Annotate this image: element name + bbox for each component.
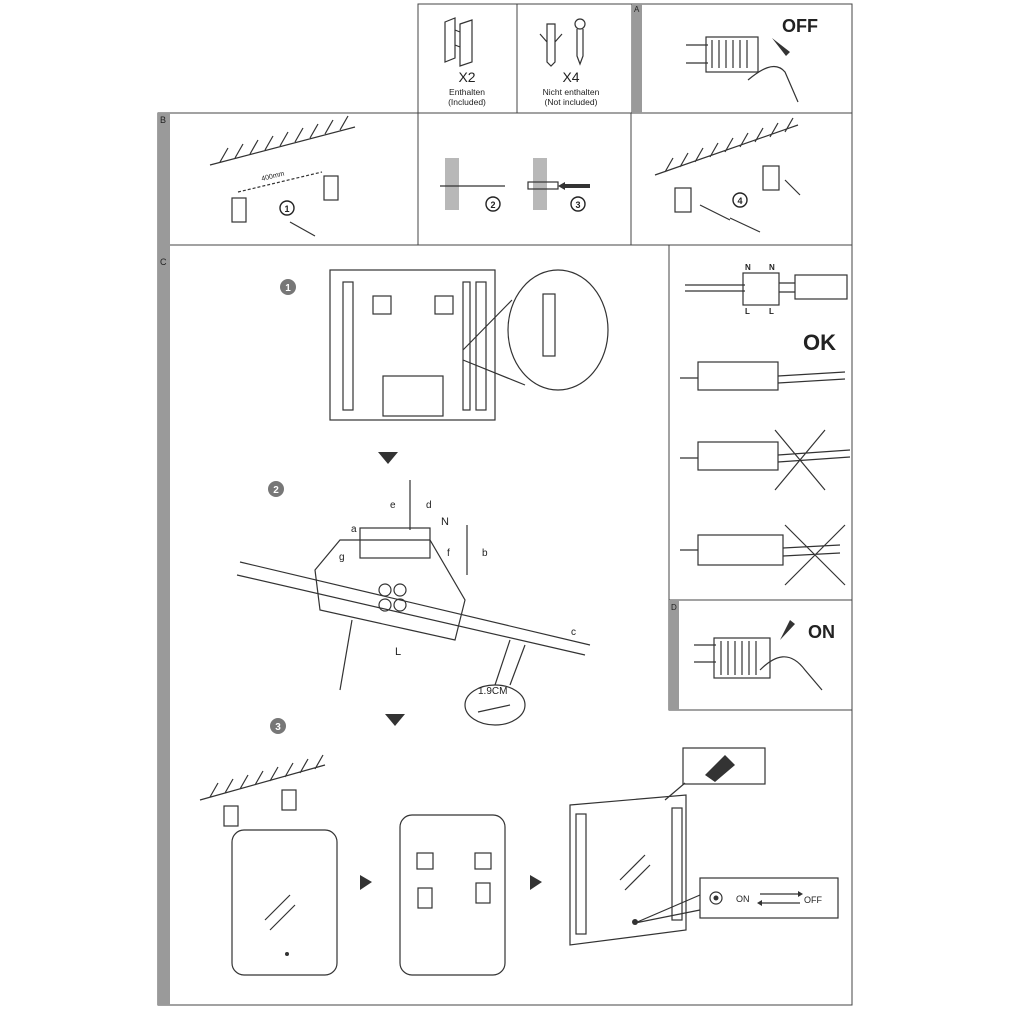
- wire-label-a: a: [351, 524, 357, 535]
- section-c-letter: C: [160, 257, 167, 267]
- section-a-letter: A: [634, 5, 640, 14]
- live-label: L: [395, 646, 401, 658]
- switch-on-label: ON: [808, 622, 835, 642]
- wall-hatching-b1: [209, 115, 356, 237]
- bracket-count: X2: [458, 69, 475, 85]
- wire-label-b: b: [482, 548, 488, 559]
- terminal-n-label: N: [745, 263, 751, 272]
- wire-labels: a b c d e f g: [339, 500, 576, 638]
- terminal-l-label: L: [769, 307, 774, 316]
- c-step-3-number: 3: [275, 722, 281, 733]
- bracket-included-en: (Included): [448, 97, 486, 107]
- section-d-bar: [669, 600, 679, 710]
- section-a-bar: [632, 4, 642, 113]
- c-step-2-marker: [268, 481, 284, 497]
- wire-label-e: e: [390, 500, 396, 511]
- screw-count: X4: [562, 69, 579, 85]
- wire-label-c: c: [571, 627, 576, 638]
- breaker-on-illustration: [694, 620, 823, 691]
- switch-off-label: OFF: [782, 16, 818, 36]
- wire-label-f: f: [447, 548, 450, 559]
- breaker-off-illustration: [686, 36, 799, 103]
- screw-bracket-illustration: [654, 117, 801, 233]
- section-d-letter: D: [671, 603, 677, 612]
- neutral-label: N: [441, 516, 449, 528]
- mirror-hanging-illustration: [199, 747, 839, 976]
- screw-not-included-de: Nicht enthalten: [543, 87, 600, 97]
- wall-plug-and-screw-icon: [539, 18, 586, 67]
- section-b-bar: [158, 113, 170, 245]
- ok-label: OK: [803, 330, 836, 355]
- step-3-number: 3: [575, 200, 580, 210]
- wire-label-d: d: [426, 500, 432, 511]
- bracket-included-de: Enthalten: [449, 87, 485, 97]
- step-1-marker: [279, 200, 295, 216]
- step-4-marker: [732, 192, 748, 208]
- touch-on-label: ON: [736, 894, 750, 904]
- terminal-block-illustration: [236, 480, 591, 726]
- drill-and-plug-illustration: [440, 158, 590, 210]
- screw-not-included-en: (Not included): [545, 97, 598, 107]
- step-2-number: 2: [490, 200, 495, 210]
- c-step-1-marker: [280, 279, 296, 295]
- section-b-letter: B: [160, 115, 166, 125]
- bracket-icon: [444, 17, 473, 67]
- touch-off-label: OFF: [804, 895, 822, 905]
- step-1-number: 1: [284, 204, 289, 214]
- step-3-marker: [570, 196, 586, 212]
- down-arrow-icon: [378, 452, 398, 464]
- step-2-marker: [485, 196, 501, 212]
- section-c-bar: [158, 245, 170, 1005]
- mirror-back-illustration: [329, 269, 609, 421]
- strip-length-label: 1.9CM: [478, 686, 507, 697]
- step-4-number: 4: [737, 196, 742, 206]
- terminal-l-label: L: [745, 307, 750, 316]
- c-step-1-number: 1: [285, 283, 291, 294]
- wire-label-g: g: [339, 552, 345, 563]
- c-step-3-marker: [270, 718, 286, 734]
- c-step-2-number: 2: [273, 485, 279, 496]
- bracket-distance: 400mm: [261, 170, 286, 182]
- terminal-n-label: N: [769, 263, 775, 272]
- down-arrow-icon: [385, 714, 405, 726]
- wiring-check-illustrations: [680, 272, 851, 586]
